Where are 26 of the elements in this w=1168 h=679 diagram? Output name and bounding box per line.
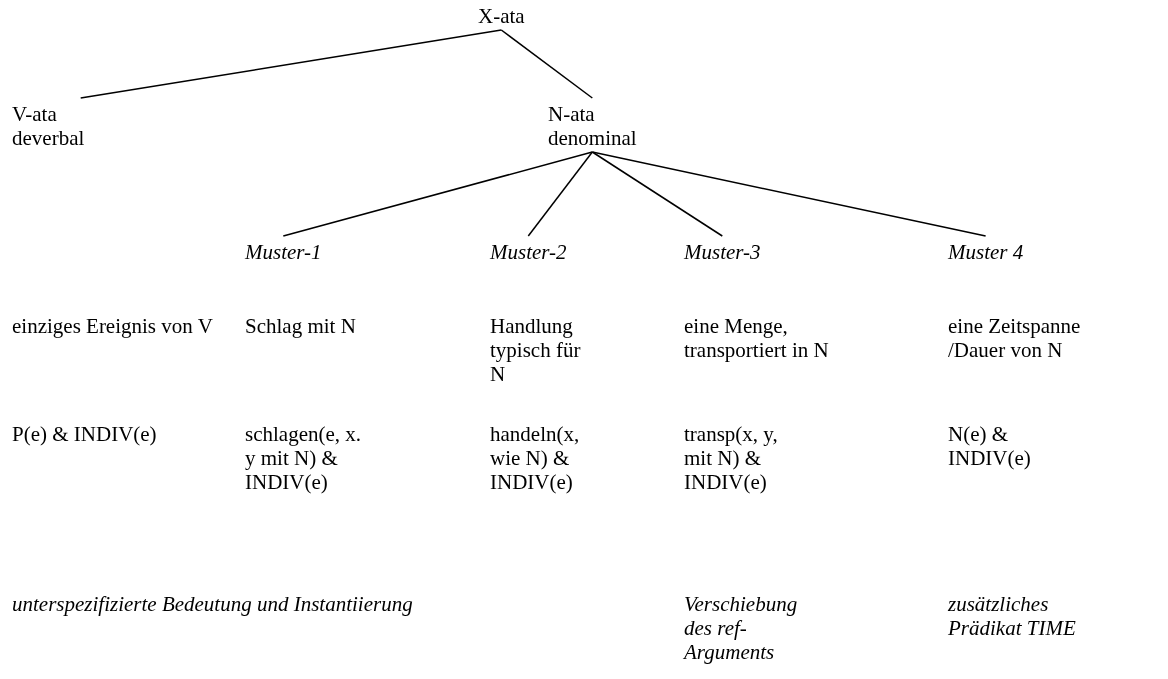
description-text: einziges Ereignis von V <box>12 314 214 338</box>
tree-branch-label: N-ata denominal <box>548 102 637 150</box>
tree-branch-line <box>79 29 503 99</box>
description-text: eine Zeitspanne /Dauer von N <box>948 314 1082 362</box>
tree-branch-line <box>591 151 987 237</box>
tree-leaf-label: Muster-3 <box>684 240 761 264</box>
description-text: Handlung typisch für N <box>490 314 582 386</box>
description-text: handeln(x, wie N) & INDIV(e) <box>490 422 581 494</box>
tree-leaf-label: Muster 4 <box>948 240 1024 264</box>
tree-root-label: X-ata <box>478 4 525 28</box>
tree-leaf-label: Muster-2 <box>490 240 567 264</box>
tree-leaf-label: Muster-1 <box>245 240 322 264</box>
description-text: P(e) & INDIV(e) <box>12 422 158 446</box>
tree-branch-line <box>500 29 594 99</box>
description-text: schlagen(e, x. y mit N) & INDIV(e) <box>245 422 363 494</box>
tree-branch-label: V-ata deverbal <box>12 102 85 150</box>
note-text: unterspezifizierte Bedeutung und Instantiierung <box>12 592 414 616</box>
description-text: Schlag mit N <box>245 314 357 338</box>
description-text: transp(x, y, mit N) & INDIV(e) <box>684 422 779 494</box>
description-text: eine Menge, transportiert in N <box>684 314 830 362</box>
description-text: N(e) & INDIV(e) <box>948 422 1032 470</box>
tree-branch-line <box>527 151 594 237</box>
note-text: Verschiebung des ref-Arguments <box>684 592 799 664</box>
note-text: zusätzliches Prädikat TIME <box>948 592 1077 640</box>
tree-branch-line <box>591 151 724 237</box>
tree-branch-line <box>282 151 594 237</box>
